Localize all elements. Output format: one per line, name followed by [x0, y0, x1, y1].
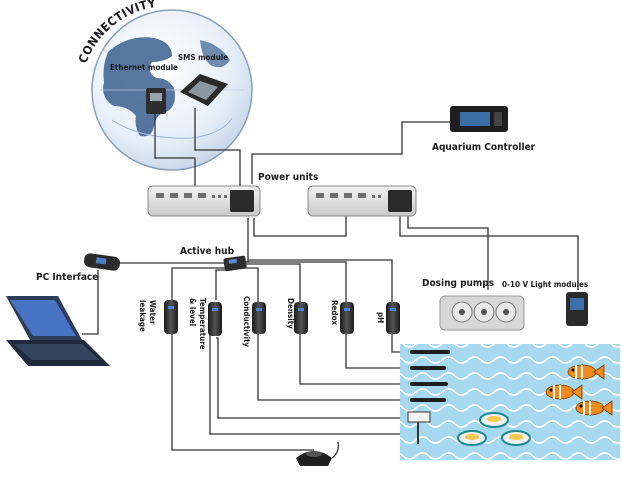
laptop [6, 296, 110, 366]
probe-label-temperature: Temperature [198, 298, 207, 350]
sms-module-label: SMS module [178, 53, 228, 62]
probe-redox [340, 302, 354, 334]
light-modules-label: 0-10 V Light modules [502, 280, 588, 289]
ethernet-module [146, 88, 166, 114]
tank-probe-tips [410, 350, 450, 402]
probe-label-redox: Redox [330, 300, 339, 326]
probe-label-and-level: & level [188, 298, 197, 326]
probe-label-water: Water [148, 300, 157, 325]
sms-module [180, 74, 228, 106]
probe-label-ph: pH [376, 312, 385, 323]
probe-water-leakage [164, 300, 178, 334]
probe-label-conductivity: Conductivity [242, 296, 251, 347]
power-units-label: Power units [258, 172, 318, 183]
dosing-pumps-label: Dosing pumps [422, 278, 494, 289]
power-strip-1 [147, 185, 261, 217]
light-module [566, 292, 588, 326]
power-strip-2 [307, 185, 417, 217]
temperature-probe-tip [407, 411, 431, 444]
connectivity-globe [91, 9, 253, 171]
probe-density [294, 302, 308, 334]
ethernet-module-label: Ethernet module [110, 63, 178, 72]
active-hub-label: Active hub [180, 246, 235, 257]
probe-temperature-level [208, 302, 222, 336]
water-leakage-sensor [296, 441, 340, 466]
active-hub [223, 255, 247, 272]
probe-ph [386, 302, 400, 334]
probe-label-density: Density [286, 298, 295, 329]
probe-label-leakage: leakage [138, 300, 147, 332]
aquarium-controller-label: Aquarium Controller [432, 142, 536, 153]
pc-interface [83, 253, 121, 271]
pc-interface-label: PC Interface [36, 272, 98, 283]
probe-conductivity [252, 302, 266, 334]
dosing-pumps [439, 295, 525, 331]
corals [457, 412, 531, 446]
aquarium-controller [450, 106, 508, 132]
